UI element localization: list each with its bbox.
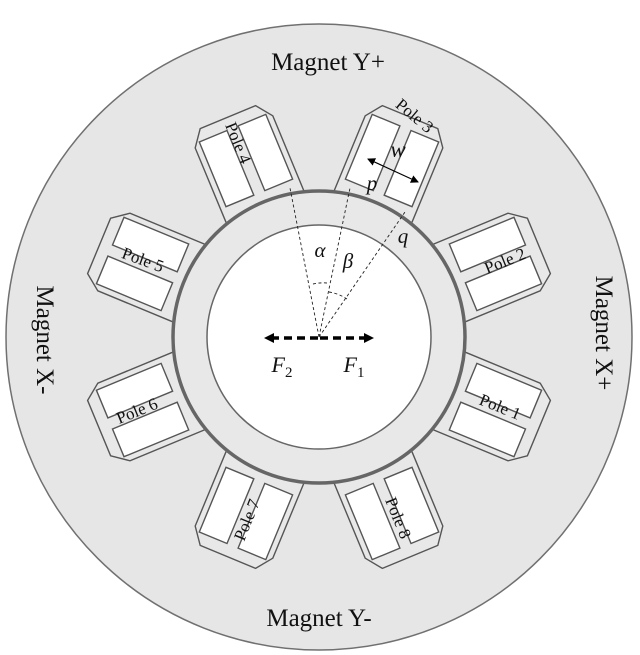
pole-4 xyxy=(194,104,306,225)
magnet-x-plus-label: Magnet X+ xyxy=(590,276,617,391)
alpha-arc xyxy=(312,282,328,285)
width-dimension-arrow xyxy=(367,158,419,183)
pole-4-coil-1 xyxy=(198,129,255,208)
beta-symbol: β xyxy=(342,249,354,273)
pole-7 xyxy=(194,449,306,570)
pole-1-coil-1 xyxy=(464,362,543,419)
w-symbol: w xyxy=(390,137,406,162)
poles-layer xyxy=(86,104,552,570)
pole-3-coil-1 xyxy=(344,113,401,192)
pole-8-coil-2 xyxy=(344,482,401,561)
pole-2 xyxy=(431,212,552,324)
force-f2-label: F2 xyxy=(271,352,293,381)
pole-5 xyxy=(86,212,207,324)
p-symbol: p xyxy=(365,171,378,195)
pole-4-coil-2 xyxy=(237,113,294,192)
alpha-symbol: α xyxy=(314,238,326,262)
rotor-air-gap-outline xyxy=(171,189,467,485)
force-f1-label: F1 xyxy=(343,352,365,381)
beta-arc xyxy=(328,291,348,300)
pole-2-coil-2 xyxy=(464,255,543,312)
beta-line xyxy=(318,187,351,338)
magnet-y-plus-label: Magnet Y+ xyxy=(271,49,385,76)
pole-6-coil-1 xyxy=(111,401,190,458)
magnet-y-minus-label: Magnet Y- xyxy=(266,605,371,632)
pole-8-coil-1 xyxy=(383,466,440,545)
pole-5-coil-2 xyxy=(111,216,190,273)
pole-1 xyxy=(431,350,552,462)
q-symbol: q xyxy=(398,224,409,248)
magnet-x-minus-label: Magnet X- xyxy=(31,286,58,395)
pole-2-coil-1 xyxy=(448,216,527,273)
pole-7-coil-1 xyxy=(237,482,294,561)
pole-7-coil-2 xyxy=(198,466,255,545)
pole-1-coil-2 xyxy=(448,401,527,458)
pole-6-coil-2 xyxy=(95,362,174,419)
pole-8 xyxy=(332,449,444,570)
pole-5-coil-1 xyxy=(95,255,174,312)
